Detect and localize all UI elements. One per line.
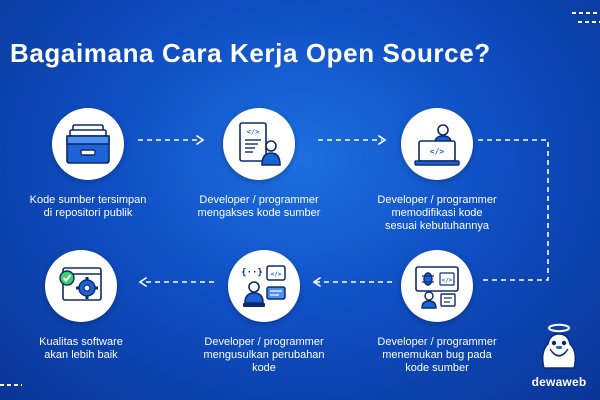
code-document-developer-icon: </> [239,122,281,166]
code-proposal-icon: {··} </> [241,265,286,307]
step-2-label: Developer / programmer mengakses kode su… [197,194,321,219]
arrowhead-4-5 [312,277,321,287]
step-6: Kualitas software akan lebih baik [0,250,171,362]
decorative-dashes-bottom-left [0,384,22,386]
step-5-circle: {··} </> [228,250,300,322]
dewaweb-mascot-icon [541,323,577,369]
step-1-circle [52,108,124,180]
step-3-circle: </> [401,108,473,180]
developer-at-computer-icon: </> [414,124,460,166]
step-4-label: Developer / programmer menemukan bug pad… [377,336,497,374]
repository-archive-icon [66,124,110,164]
svg-text:</>: </> [442,277,453,284]
step-5: {··} </> Developer / programmer mengusul… [174,250,354,375]
step-2: </> Developer / programmer mengakses kod… [169,108,349,220]
step-2-circle: </> [223,108,295,180]
software-quality-gear-check-icon [59,267,102,301]
arrowhead-5-6 [138,277,147,287]
step-1: Kode sumber tersimpan di repositori publ… [0,108,178,220]
arrowhead-2-3 [378,135,387,145]
arrowhead-1-2 [196,135,205,145]
bug-found-computer-icon: </> [415,266,459,309]
step-5-label: Developer / programmer mengusulkan perub… [203,336,325,374]
step-4-circle: </> [401,250,473,322]
svg-text:</>: </> [430,147,445,156]
svg-text:{··}: {··} [241,268,263,278]
step-3-label: Developer / programmer memodifikasi kode… [377,194,497,232]
step-1-label: Kode sumber tersimpan di repositori publ… [29,194,147,219]
svg-text:</>: </> [271,271,282,278]
step-3: </> Developer / programmer memodifikasi … [347,108,527,233]
step-6-label: Kualitas software akan lebih baik [39,336,123,361]
brand-logo: dewaweb [526,322,592,389]
brand-name: dewaweb [531,375,587,389]
connector-3-4 [478,139,549,281]
step-4: </> Developer / programmer menemukan bug… [347,250,527,375]
page-title: Bagaimana Cara Kerja Open Source? [10,38,491,68]
step-6-circle [45,250,117,322]
decorative-dashes-top-right [572,12,600,23]
svg-text:</>: </> [247,128,260,136]
